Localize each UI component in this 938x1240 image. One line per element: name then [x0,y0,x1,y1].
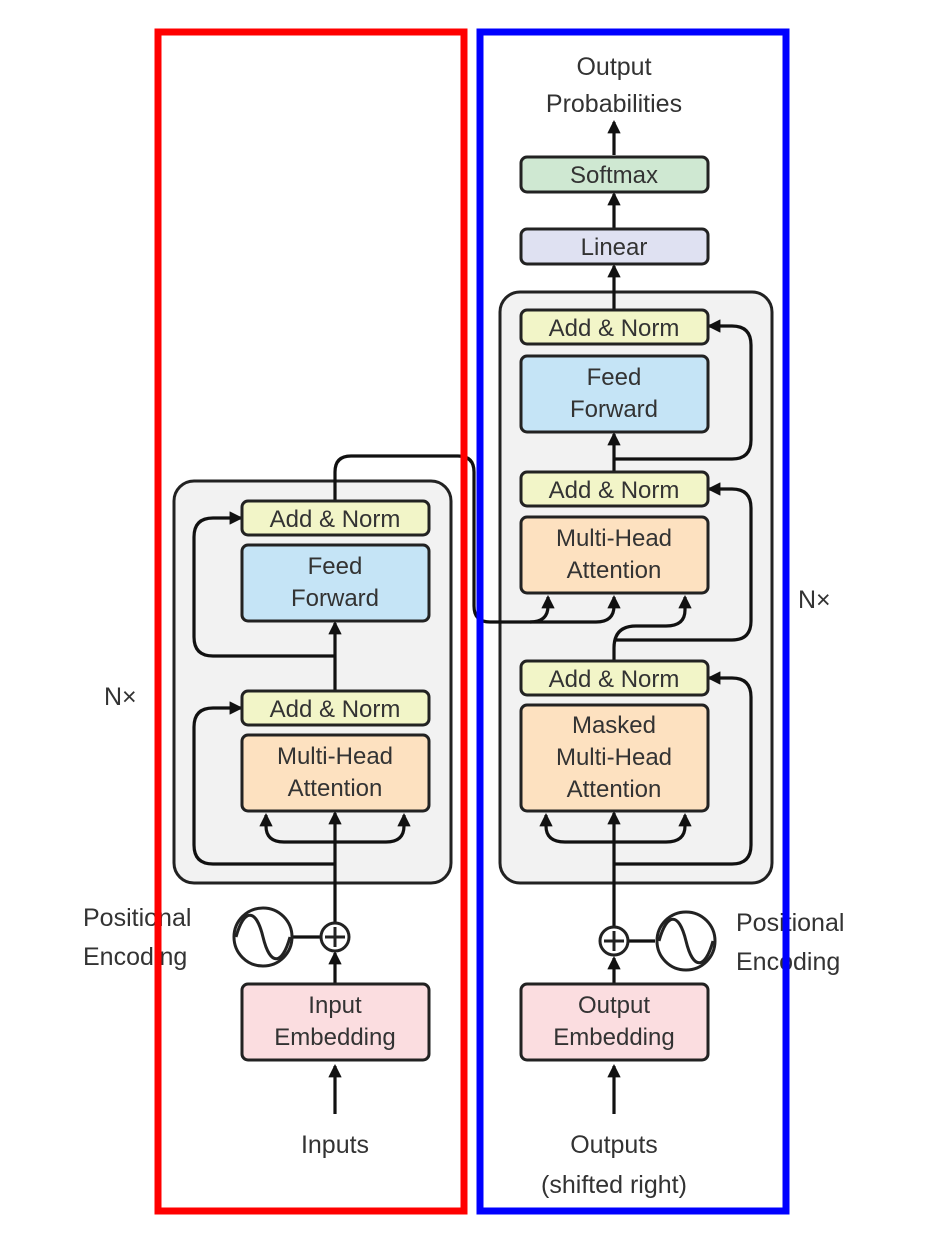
encoder-feed-forward: Feed Forward [240,543,431,623]
decoder-feed-forward-label-1: Feed [587,364,642,391]
decoder-add-norm-3-label: Add & Norm [549,315,680,342]
decoder-repeat-label: N× [798,586,831,614]
decoder-add-norm-2-label: Add & Norm [549,477,680,504]
decoder-add-icon [598,925,630,957]
encoder-attention-label-2: Attention [288,775,383,802]
output-probabilities-label-1: Output [576,53,651,81]
decoder-add-norm-1-label: Add & Norm [549,666,680,693]
encoder-input-embedding: Input Embedding [240,982,431,1062]
decoder-softmax: Softmax [519,155,710,194]
decoder-cross-attention: Multi-Head Attention [519,515,710,595]
encoder-add-norm-2-label: Add & Norm [270,506,401,533]
decoder-output-embedding: Output Embedding [519,982,710,1062]
decoder-connections [539,119,753,1114]
inputs-label: Inputs [301,1131,369,1159]
decoder-add-norm-3: Add & Norm [519,308,710,346]
output-embedding-label-2: Embedding [553,1024,674,1051]
encoder-add-icon [319,921,351,953]
decoder-add-norm-1: Add & Norm [519,659,710,697]
decoder-linear: Linear [519,227,710,266]
encoder-multi-head-attention: Multi-Head Attention [240,733,431,813]
decoder-positional-encoding-icon [655,910,717,972]
masked-attention-label-3: Attention [567,776,662,803]
output-embedding-label-1: Output [578,992,650,1019]
encoder-add-norm-1: Add & Norm [240,689,431,727]
cross-attention-label-2: Attention [567,557,662,584]
input-embedding-label-2: Embedding [274,1024,395,1051]
encoder-add-norm-1-label: Add & Norm [270,696,401,723]
cross-attention-label-1: Multi-Head [556,525,672,552]
outputs-label-1: Outputs [570,1131,658,1159]
encoder-add-norm-2: Add & Norm [240,499,431,537]
decoder-highlight-frame [476,28,790,1215]
softmax-label: Softmax [570,162,658,189]
encoder-repeat-label: N× [104,683,137,711]
output-probabilities-label-2: Probabilities [546,90,682,118]
encoder-positional-label-2: Encoding [83,943,187,971]
masked-attention-label-1: Masked [572,712,656,739]
encoder-positional-label-1: Positional [83,904,191,932]
decoder-masked-attention: Masked Multi-Head Attention [519,703,710,813]
linear-label: Linear [581,234,648,261]
decoder-feed-forward-label-2: Forward [570,396,658,423]
decoder-positional-label-1: Positional [736,909,844,937]
decoder-feed-forward: Feed Forward [519,354,710,434]
decoder-add-norm-2: Add & Norm [519,470,710,508]
encoder-feed-forward-label-1: Feed [308,553,363,580]
outputs-label-2: (shifted right) [541,1171,687,1199]
encoder-highlight-frame [154,28,468,1215]
encoder-attention-label-1: Multi-Head [277,743,393,770]
encoder-positional-encoding-icon [232,906,294,968]
input-embedding-label-1: Input [308,992,362,1019]
masked-attention-label-2: Multi-Head [556,744,672,771]
encoder-feed-forward-label-2: Forward [291,585,379,612]
encoder-stack-panel [172,479,453,885]
